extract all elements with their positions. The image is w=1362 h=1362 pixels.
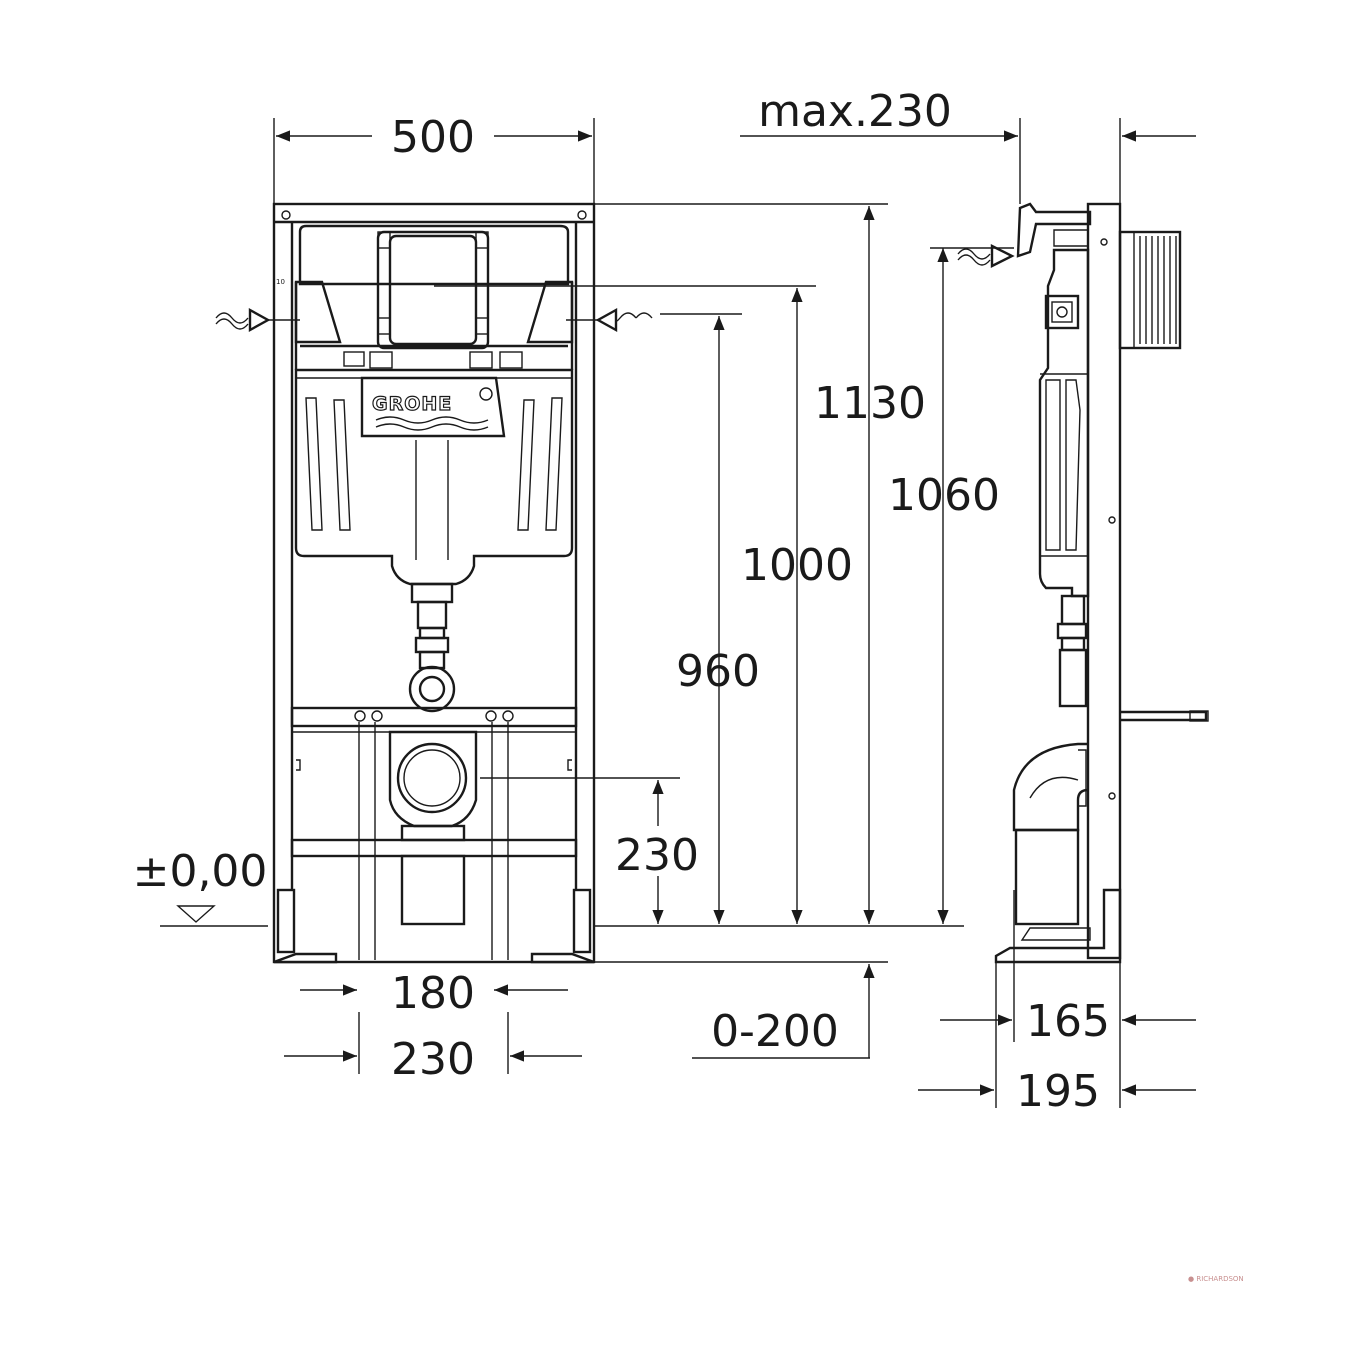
dim-height-1060: 1060 — [888, 470, 1000, 521]
brand-logo: GROHE — [372, 393, 452, 415]
dim-bolt-spacing-180: 180 — [391, 968, 475, 1019]
drain-pipe — [400, 854, 466, 926]
dim-height-1000: 1000 — [741, 540, 853, 591]
dim-depth-165: 165 — [1026, 996, 1110, 1047]
upper-rail — [290, 706, 578, 728]
brand-plate — [360, 376, 506, 438]
side-view — [957, 202, 1209, 964]
frame-outline — [272, 202, 596, 964]
flush-plate-frame — [376, 230, 490, 350]
dim-bolt-spacing-230: 230 — [391, 1034, 475, 1085]
side-cistern — [1038, 248, 1090, 598]
front-view: GROHE — [215, 202, 653, 964]
cistern-body — [294, 368, 574, 586]
dim-height-1130: 1130 — [814, 378, 926, 429]
dim-adjustment-0-200: 0-200 — [711, 1006, 839, 1057]
svg-text:10: 10 — [276, 278, 285, 286]
side-drain-elbow — [1012, 742, 1089, 832]
dim-depth-195: 195 — [1016, 1066, 1100, 1117]
side-frame-post — [1086, 202, 1122, 960]
cistern-top — [298, 224, 570, 286]
side-drain-pipe — [1014, 828, 1080, 926]
drain-connector — [396, 742, 468, 814]
flush-collar — [1118, 230, 1182, 350]
dim-height-960: 960 — [676, 646, 760, 697]
front-dimensions: 500 1130 1000 960 230 0-200 ±0,00 180 — [133, 112, 964, 1085]
watermark: ● RICHARDSON — [1188, 1275, 1244, 1283]
dim-drain-height-230: 230 — [615, 830, 699, 881]
side-dimensions: max.230 1060 165 195 — [740, 86, 1196, 1117]
dim-max-230: max.230 — [758, 86, 952, 137]
dim-width-500: 500 — [391, 112, 475, 163]
flush-outlet — [408, 665, 456, 713]
lower-rail — [290, 838, 578, 858]
floor-level-label: ±0,00 — [133, 846, 268, 897]
